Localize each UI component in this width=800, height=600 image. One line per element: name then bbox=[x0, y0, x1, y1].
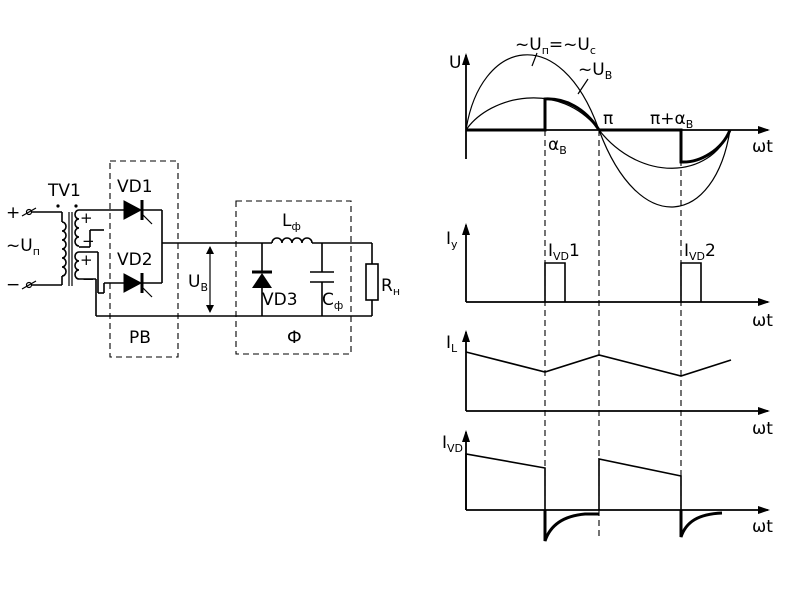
ivd1-label: IVD1 bbox=[548, 241, 580, 263]
ub-label: UB bbox=[188, 272, 208, 294]
winding-plus-bottom: + bbox=[80, 251, 93, 269]
gate-pulse-2 bbox=[680, 262, 702, 302]
ivd-recovery-1 bbox=[543, 510, 599, 542]
transformer-tv1: TV1 + − + − bbox=[47, 181, 104, 316]
thyristor-vd1: VD1 bbox=[104, 177, 163, 243]
pi-alpha-label: π+αB bbox=[650, 109, 693, 131]
omega-t-label-1: ωt bbox=[752, 137, 773, 157]
ivd-conduction-1 bbox=[465, 453, 546, 510]
inductor-label: Lф bbox=[282, 211, 301, 233]
thyristor-vd2: VD2 bbox=[103, 243, 163, 298]
rectifier-block bbox=[109, 160, 179, 358]
half-voltage-curve bbox=[465, 97, 731, 169]
plot-thyristor-current: IVD ωt bbox=[442, 430, 773, 542]
omega-t-label-2: ωt bbox=[752, 311, 773, 331]
transformer-label: TV1 bbox=[47, 181, 81, 201]
omega-t-label-4: ωt bbox=[752, 517, 773, 537]
inductor-lf: Lф bbox=[271, 211, 313, 246]
rectified-voltage-b bbox=[599, 128, 732, 164]
filter-block-label: Ф bbox=[287, 328, 302, 348]
plot-gate-pulses: Iy ωt IVD1 IVD2 bbox=[446, 223, 773, 331]
winding-minus-top: − bbox=[82, 232, 95, 250]
il-axis-label: IL bbox=[446, 333, 458, 355]
capacitor-cf: Cф bbox=[310, 243, 343, 316]
minus-terminal-label: − bbox=[6, 275, 20, 295]
ivd-recovery-2 bbox=[679, 510, 723, 538]
load-label: Rн bbox=[381, 276, 400, 298]
plot-voltage: U ωt ~Uп=~Uc ~UB αB π π+αB bbox=[449, 35, 773, 208]
winding-plus-top: + bbox=[80, 209, 93, 227]
waveform-plots: U ωt ~Uп=~Uc ~UB αB π π+αB bbox=[442, 35, 773, 542]
plus-terminal-label: + bbox=[6, 203, 20, 223]
omega-t-label-3: ωt bbox=[752, 419, 773, 439]
vd2-label: VD2 bbox=[117, 250, 153, 270]
input-terminals: + − ~Uп bbox=[6, 203, 63, 295]
circuit-schematic: + − ~Uп TV1 bbox=[6, 160, 400, 358]
diode-vd3: VD3 bbox=[252, 243, 298, 316]
u-source-label: ~Uп=~Uc bbox=[515, 35, 596, 57]
pi-label: π bbox=[603, 109, 613, 129]
capacitor-label: Cф bbox=[322, 290, 343, 312]
source-voltage-label: ~Uп bbox=[6, 236, 40, 258]
u-axis-label: U bbox=[449, 53, 461, 73]
ivd-conduction-2 bbox=[598, 458, 682, 510]
alpha-label: αB bbox=[548, 135, 567, 157]
filter-block bbox=[235, 200, 352, 355]
vd1-label: VD1 bbox=[117, 177, 153, 197]
vd3-label: VD3 bbox=[262, 290, 298, 310]
rectified-voltage-a bbox=[466, 97, 601, 132]
winding-minus-bottom: − bbox=[82, 270, 95, 288]
ivd-axis-label: IVD bbox=[442, 433, 463, 455]
iy-axis-label: Iy bbox=[446, 229, 458, 251]
gate-pulse-1 bbox=[544, 262, 566, 302]
ub-voltage-arrow: UB bbox=[188, 246, 214, 313]
rectifier-block-label: PB bbox=[129, 328, 151, 348]
load-resistor: Rн bbox=[365, 243, 400, 316]
plot-inductor-current: IL ωt bbox=[446, 330, 773, 439]
inductor-current-curve bbox=[465, 351, 732, 377]
ivd2-label: IVD2 bbox=[684, 241, 716, 263]
ub-curve-label: ~UB bbox=[578, 60, 612, 82]
